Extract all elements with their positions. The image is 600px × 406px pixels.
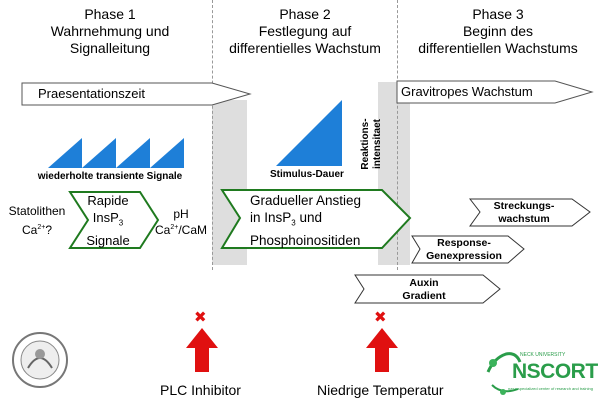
university-seal xyxy=(12,332,68,388)
statolithen-block: Statolithen Ca2+? xyxy=(4,204,70,237)
streckung-line1: Streckungs- xyxy=(493,200,555,212)
gradueller-line1: Gradueller Anstieg xyxy=(250,193,362,208)
statolithen-label: Statolithen xyxy=(8,204,66,218)
plc-inhibitor-arrow xyxy=(186,328,218,372)
streckung-arrow xyxy=(468,198,591,227)
nscort-top-text: NECK UNIVERSITY xyxy=(520,352,566,358)
phase-2-subtitle-line1: Festlegung auf xyxy=(258,23,352,39)
phase-2-subtitle-line2: differentielles Wachstum xyxy=(229,40,381,56)
transient-signals-label: wiederholte transiente Signale xyxy=(37,171,183,182)
rapide-label: Rapide xyxy=(87,193,129,208)
response-line2: Genexpression xyxy=(426,250,502,262)
gradueller-arrow xyxy=(220,189,412,249)
nscort-logo-graphic xyxy=(486,352,522,395)
stimulus-dauer-label: Stimulus-Dauer xyxy=(270,169,344,180)
gradueller-line3: Phosphoinositiden xyxy=(250,232,361,248)
gravitropes-label: Gravitropes Wachstum xyxy=(401,84,533,99)
temperatur-x-mark: ✖ xyxy=(374,309,387,326)
streckung-line2: wachstum xyxy=(498,213,550,225)
streckung-label: Streckungs- wachstum xyxy=(478,200,570,226)
auxin-label: Auxin Gradient xyxy=(378,277,470,303)
ca-cam-label: Ca2+/CaM xyxy=(155,223,207,237)
gravitropes-arrow xyxy=(396,80,594,104)
phase-2-title: Phase 2 xyxy=(279,6,331,22)
phase-1-subtitle-line1: Wahrnehmung und xyxy=(50,23,170,39)
transient-signal-4 xyxy=(150,138,184,168)
signale-label: Signale xyxy=(86,232,130,248)
ph-cam-block: pH Ca2+/CaM xyxy=(148,207,214,237)
transient-signal-1 xyxy=(48,138,82,168)
calcium-question: Ca2+? xyxy=(21,223,52,237)
plc-inhibitor-label: PLC Inhibitor xyxy=(160,382,241,398)
phase-1-subtitle-line2: Signalleitung xyxy=(69,40,151,56)
intensitaet-line: intensitaet xyxy=(372,119,383,170)
plc-inhibitor-x-mark: ✖ xyxy=(194,309,207,326)
phase-3-subtitle-line2: differentiellen Wachstums xyxy=(418,40,578,56)
auxin-line1: Auxin xyxy=(409,277,439,289)
phase-divider-2 xyxy=(397,0,398,270)
phase-2-header: Phase 2 Festlegung auf differentielles W… xyxy=(205,6,405,57)
phase-1-title: Phase 1 xyxy=(84,6,136,22)
phase-3-header: Phase 3 Beginn des differentiellen Wachs… xyxy=(398,6,598,57)
praesentationszeit-arrow xyxy=(21,82,252,106)
response-label: Response- Genexpression xyxy=(418,237,510,263)
phase-3-subtitle-line1: Beginn des xyxy=(462,23,534,39)
auxin-line2: Gradient xyxy=(402,290,446,302)
nscort-subtitle: nasa specialized center of research and … xyxy=(508,386,593,391)
reaktions-line: Reaktions- xyxy=(360,118,371,170)
response-arrow xyxy=(411,235,525,264)
phase-3-title: Phase 3 xyxy=(472,6,524,22)
temperatur-arrow xyxy=(366,328,398,372)
transient-signal-2 xyxy=(82,138,116,168)
praesentationszeit-label: Praesentationszeit xyxy=(38,86,145,101)
ph-label: pH xyxy=(173,207,189,221)
nscort-wordmark: NSCORT xyxy=(512,360,598,383)
rapide-block: Rapide InsP3 Signale xyxy=(76,192,140,249)
rapide-chevron xyxy=(68,191,160,249)
response-line1: Response- xyxy=(437,237,491,249)
reaktionsintensitaet-label: Reaktions- intensitaet xyxy=(360,112,384,176)
stimulus-triangle xyxy=(276,100,342,166)
phase-divider-1 xyxy=(212,0,213,270)
auxin-arrow xyxy=(354,274,501,304)
phase-1-header: Phase 1 Wahrnehmung und Signalleitung xyxy=(10,6,210,57)
insp3-label: InsP3 xyxy=(92,210,124,228)
gradueller-block: Gradueller Anstieg in InsP3 und Phosphoi… xyxy=(250,192,390,249)
niedrige-temperatur-label: Niedrige Temperatur xyxy=(317,382,444,398)
transient-signal-3 xyxy=(116,138,150,168)
gradueller-line2: in InsP3 und xyxy=(250,210,323,228)
